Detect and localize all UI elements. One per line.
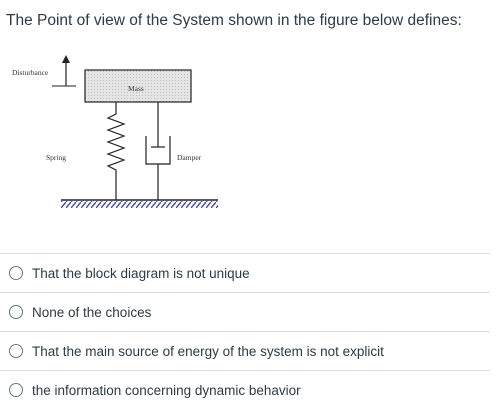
question-text: The Point of view of the System shown in… <box>6 12 462 29</box>
radio-button[interactable] <box>9 383 23 397</box>
answer-option[interactable]: the information concerning dynamic behav… <box>0 370 490 409</box>
disturbance-arrow <box>52 55 76 87</box>
disturbance-label: Disturbance <box>12 68 49 77</box>
ground <box>61 199 218 208</box>
answer-option[interactable]: None of the choices <box>0 292 490 331</box>
spring <box>106 102 126 200</box>
answer-option[interactable]: That the main source of energy of the sy… <box>0 331 490 370</box>
answer-label: the information concerning dynamic behav… <box>32 382 301 398</box>
mass-block <box>84 69 192 103</box>
answer-label: That the block diagram is not unique <box>32 265 250 281</box>
radio-button[interactable] <box>9 305 23 319</box>
damper-label: Damper <box>177 153 202 162</box>
answer-label: None of the choices <box>32 304 152 320</box>
spring-mass-damper-diagram: Disturbance Mass Spring Damper <box>12 55 218 208</box>
spring-mass-damper-figure: Disturbance Mass Spring Damper <box>6 52 236 222</box>
answer-list: That the block diagram is not unique Non… <box>0 253 490 409</box>
radio-button[interactable] <box>9 266 23 280</box>
answer-label: That the main source of energy of the sy… <box>32 343 384 359</box>
damper <box>145 102 171 200</box>
mass-label: Mass <box>128 84 144 93</box>
answer-option[interactable]: That the block diagram is not unique <box>0 253 490 292</box>
radio-button[interactable] <box>9 344 23 358</box>
spring-label: Spring <box>46 153 66 162</box>
